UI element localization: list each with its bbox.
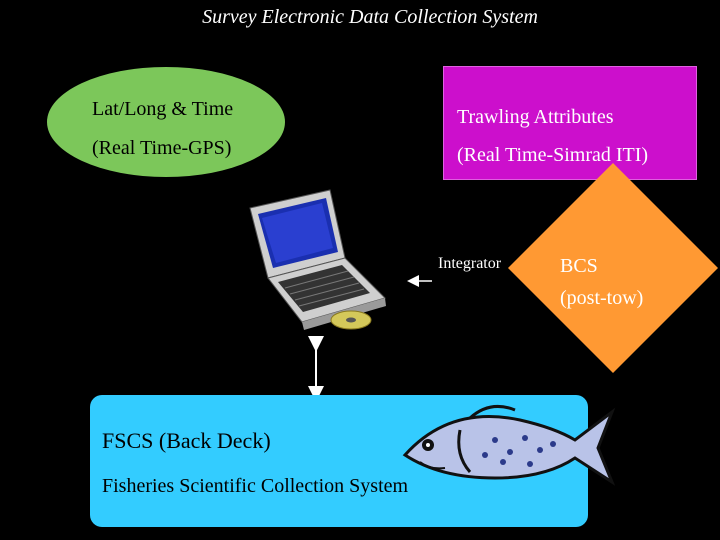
simrad-box xyxy=(443,66,697,180)
simrad-label-line2: (Real Time-Simrad ITI) xyxy=(457,144,649,166)
simrad-label-line1: Trawling Attributes xyxy=(457,106,614,128)
gps-label-line1: Lat/Long & Time xyxy=(92,98,234,120)
fscs-title: FSCS (Back Deck) xyxy=(102,428,271,453)
bcs-label-line1: BCS xyxy=(560,255,598,277)
gps-ellipse xyxy=(47,67,285,177)
bcs-label-line2: (post-tow) xyxy=(560,287,644,309)
diagram-title: Survey Electronic Data Collection System xyxy=(202,6,538,28)
bcs-diamond xyxy=(508,163,718,373)
gps-label-line2: (Real Time-GPS) xyxy=(92,137,232,159)
fscs-subtitle: Fisheries Scientific Collection System xyxy=(102,475,409,497)
integrator-label: Integrator xyxy=(438,255,502,272)
